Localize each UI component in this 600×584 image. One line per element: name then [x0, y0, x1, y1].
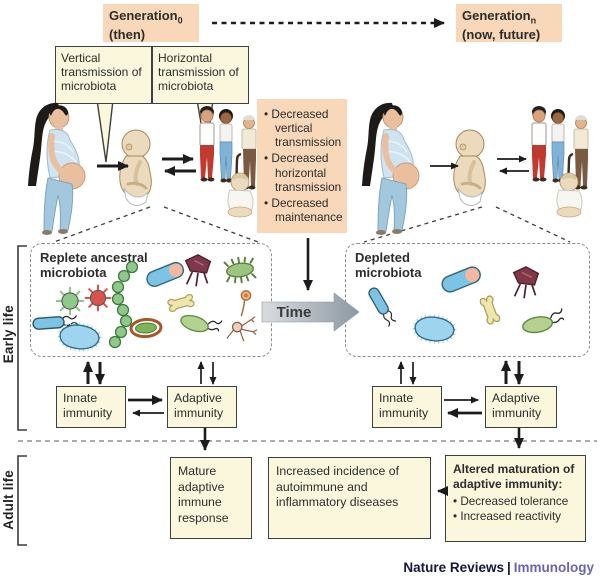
mature-response-box: Mature adaptive immune response [170, 457, 252, 539]
bacterium-rod-icon [361, 281, 404, 331]
depleted-microbiota-label: Depleted microbiota [355, 250, 422, 280]
innate-immunity-box-right: Innate immunity [372, 386, 442, 428]
toddler-illustration [222, 170, 260, 218]
adaptive-immunity-box-right: Adaptive immunity [485, 386, 557, 428]
replete-microbiota-box: Replete ancestral microbiota [30, 243, 272, 357]
horizontal-transmission-arrows-left [162, 154, 196, 176]
decreased-item: Decreased horizontal transmission [264, 151, 343, 193]
adaptive-microbiota-arrows-right [501, 360, 524, 385]
replete-microbiota-label: Replete ancestral microbiota [40, 250, 148, 280]
pregnant-woman-illustration [16, 100, 96, 235]
early-life-label: Early life [1, 305, 16, 364]
generation0-label: Generation [109, 8, 178, 23]
journal-name: Immunology [513, 560, 594, 575]
journal-divider: | [506, 560, 511, 575]
altered-item: Decreased tolerance [453, 494, 578, 509]
journal-credit: Nature Reviews|Immunology [294, 560, 594, 575]
ciliate-icon [410, 312, 460, 344]
branching-microbe-icon [221, 312, 261, 344]
decreased-item: Decreased vertical transmission [264, 107, 343, 149]
early-life-bracket [17, 245, 27, 431]
adaptive-immunity-box-left: Adaptive immunity [167, 386, 237, 428]
adult-life-label: Adult life [1, 470, 16, 530]
innate-adaptive-arrows-left [128, 395, 164, 417]
generation0-line2: (then) [109, 27, 146, 43]
encapsulated-bacterium-icon [126, 315, 166, 342]
generation0-box: Generation0 (then) [103, 4, 199, 42]
adaptive-microbiota-arrows-left [197, 361, 217, 385]
phage-icon [179, 252, 217, 290]
horizontal-transmission-bubble: Horizontal transmission of microbiota [152, 46, 249, 104]
pregnant-woman-illustration [350, 100, 430, 235]
altered-maturation-title: Altered maturation of adaptive immunity: [453, 462, 575, 491]
decreased-item: Decreased maintenance [264, 196, 343, 224]
flagellate-bacterium-icon [515, 300, 566, 341]
adult-life-bracket [17, 455, 27, 546]
altered-item: Increased reactivity [453, 509, 578, 524]
flagellate-bacterium-icon [173, 300, 225, 344]
infant-illustration [116, 126, 160, 210]
time-label: Time [277, 304, 312, 321]
generationN-line2: (now, future) [462, 27, 541, 43]
innate-microbiota-arrows-left [83, 361, 105, 385]
phage-icon [506, 264, 546, 302]
generationN-label: Generation [462, 8, 531, 23]
innate-adaptive-arrows-right [444, 396, 482, 418]
vertical-transmission-bubble: Vertical transmission of microbiota [55, 46, 152, 104]
innate-immunity-box-left: Innate immunity [56, 386, 126, 428]
increased-incidence-box: Increased incidence of autoimmune and in… [268, 457, 431, 539]
bone-shaped-bacterium-icon [473, 289, 508, 331]
ciliate-icon [55, 320, 105, 352]
decreased-transmission-box: Decreased vertical transmission Decrease… [257, 99, 347, 233]
generationN-subscript: n [530, 15, 537, 26]
depleted-microbiota-box: Depleted microbiota [345, 243, 590, 357]
virus-icon [82, 282, 114, 314]
infant-illustration [450, 126, 494, 210]
toddler-illustration [551, 170, 589, 218]
innate-microbiota-arrows-right [397, 361, 417, 385]
generationN-box: Generationn (now, future) [456, 4, 562, 42]
bubble-tail-vertical [96, 99, 114, 163]
altered-maturation-box: Altered maturation of adaptive immunity:… [445, 455, 586, 542]
spiky-bacterium-icon [217, 253, 262, 287]
journal-brand: Nature Reviews [403, 560, 504, 575]
generation0-subscript: 0 [177, 15, 183, 26]
